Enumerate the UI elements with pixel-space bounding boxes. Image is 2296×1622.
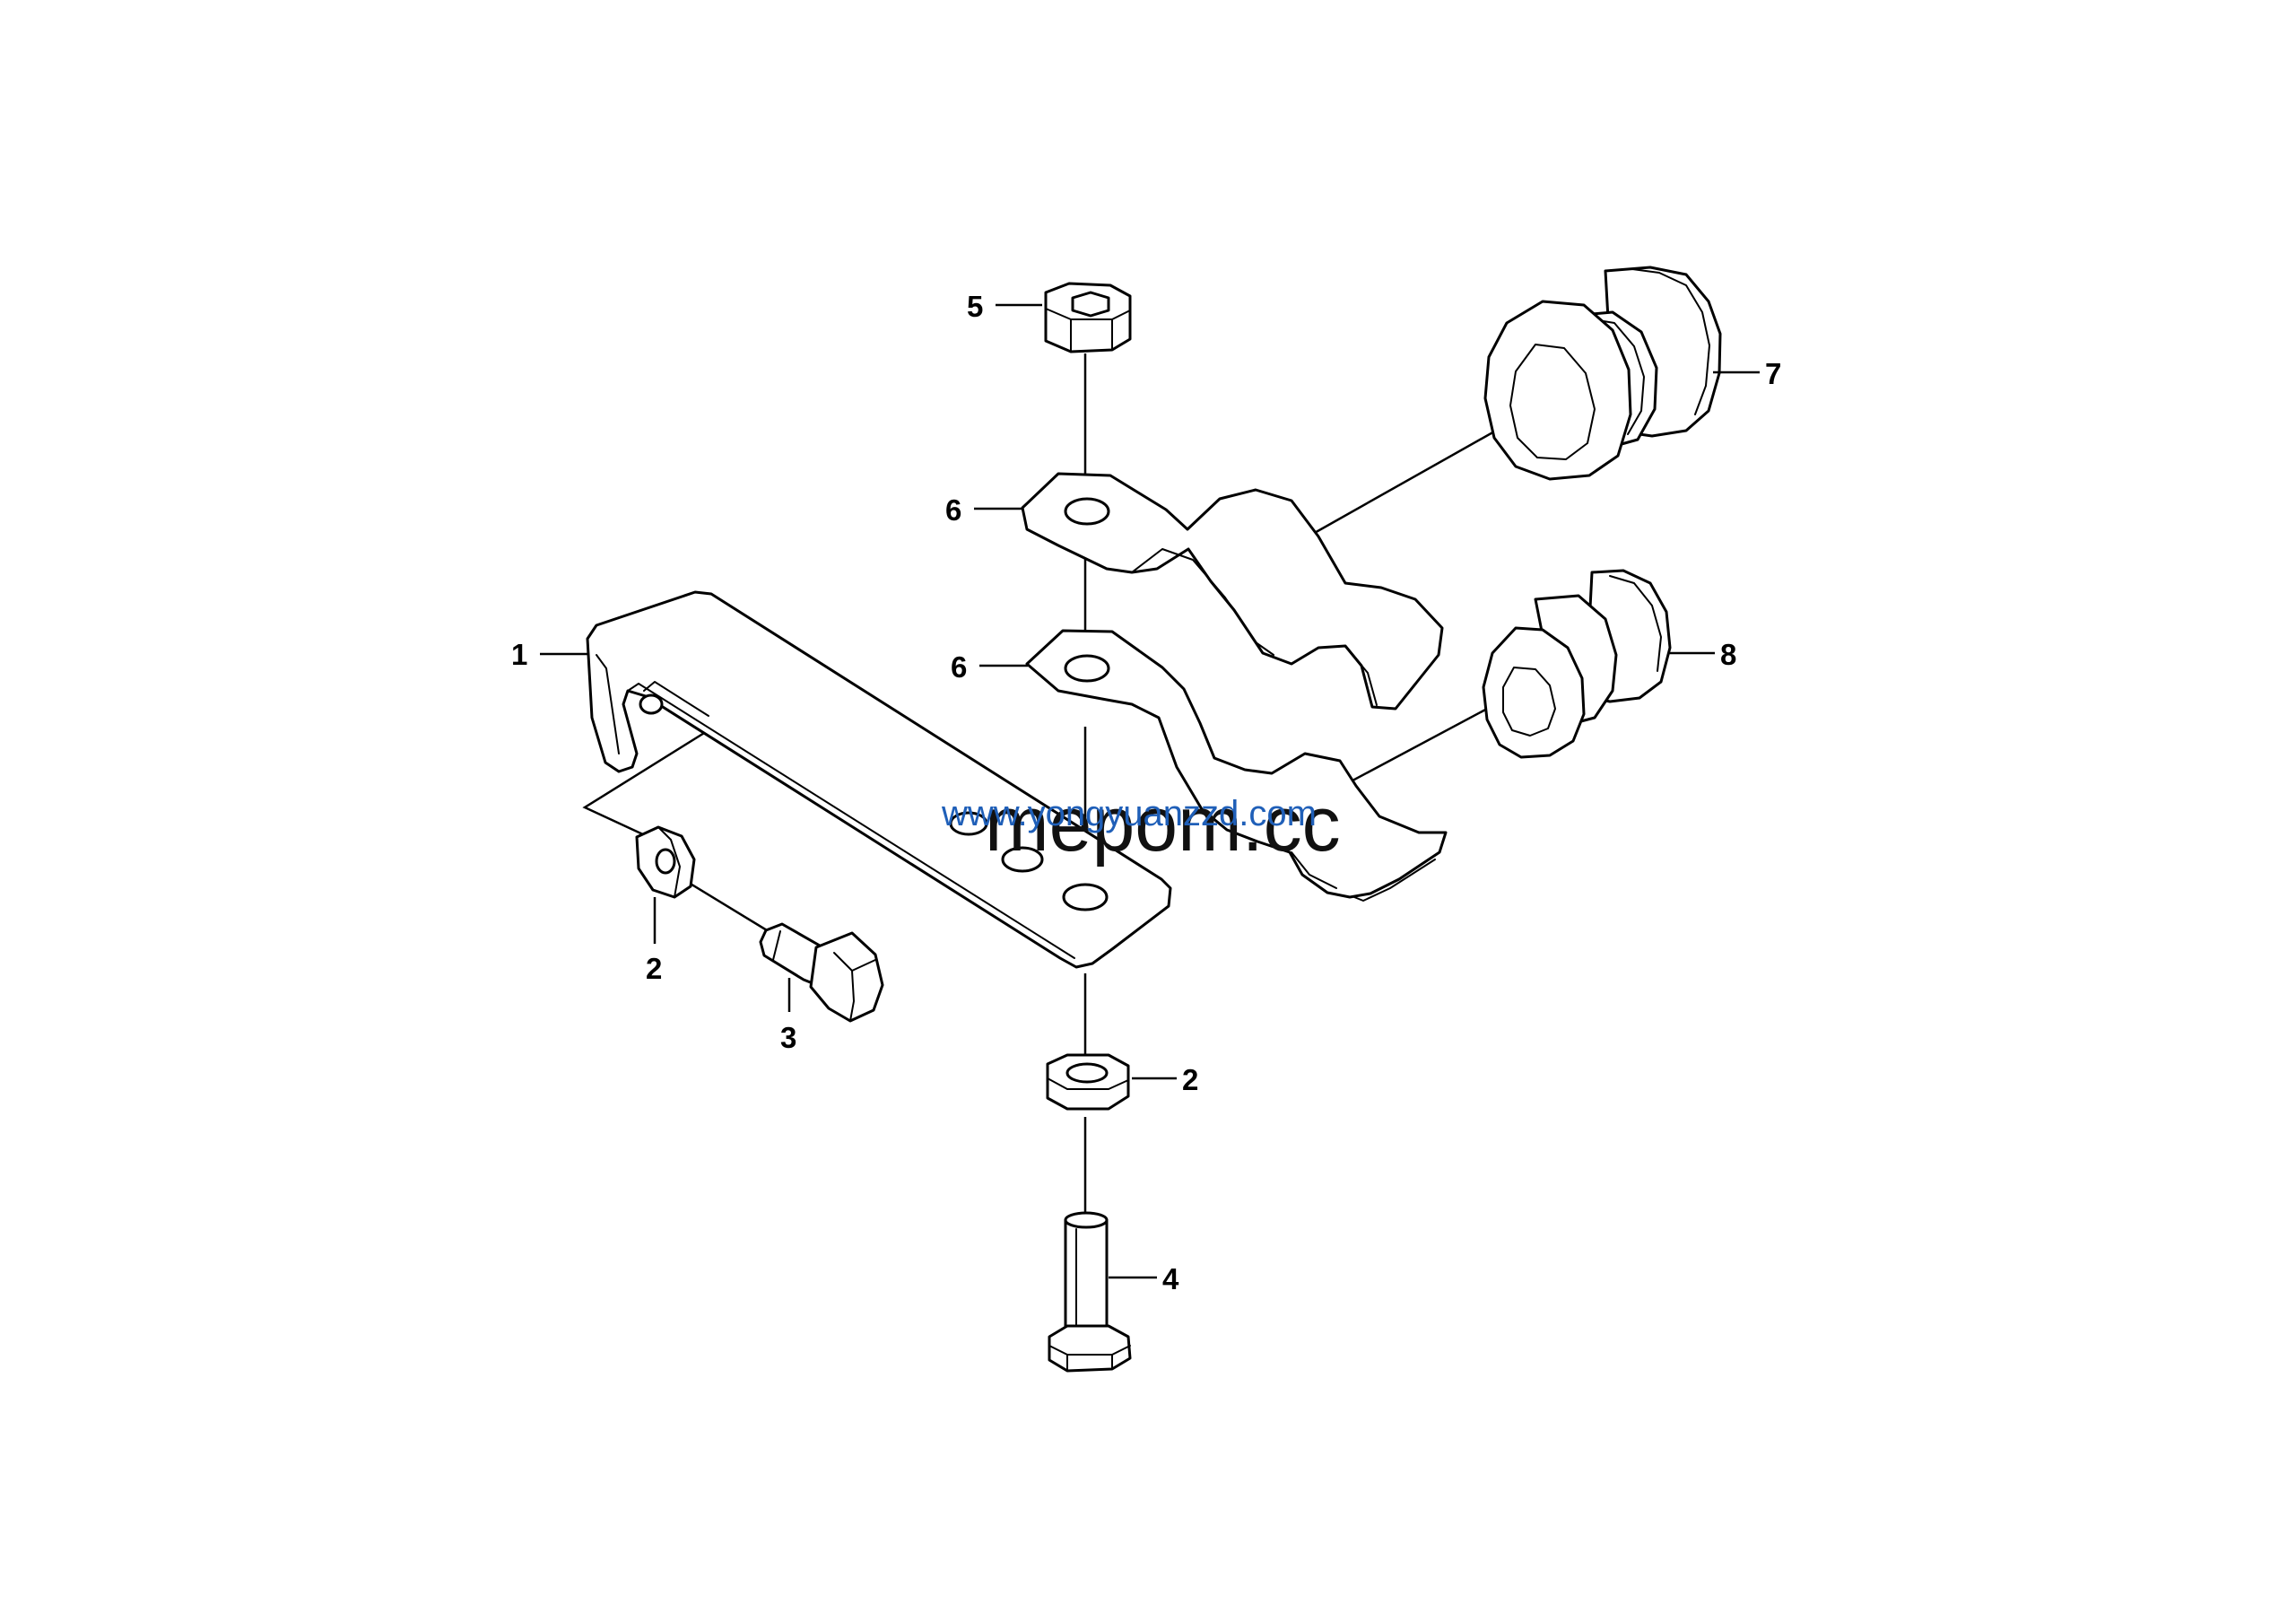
callouts: 1 5 6 6 7 8 2 3 2 4 [511,290,1781,1295]
callout-6-upper: 6 [945,493,961,527]
clamp-lower [1025,629,1448,902]
vertical-bolt [1048,1211,1132,1373]
callout-4: 4 [1162,1262,1179,1295]
callout-6-lower: 6 [951,650,967,684]
callout-3: 3 [780,1021,796,1054]
bushing-small [1482,569,1672,759]
watermark-mepom: mepom.cc [985,781,1341,868]
callout-2-left: 2 [646,952,662,985]
clamp-upper [1021,472,1444,711]
hex-nut [1044,282,1132,353]
callout-8: 8 [1720,638,1736,671]
callout-2-center: 2 [1182,1063,1198,1096]
callout-5: 5 [967,290,983,323]
watermark-url: www.yongyuanzzd.com [941,794,1317,833]
washer-left [635,825,696,899]
watermarks: mepom.cc www.yongyuanzzd.com [941,781,1341,868]
washer-center [1046,1053,1130,1111]
angled-bolt [759,922,884,1023]
callout-7: 7 [1765,357,1781,390]
callout-leaders [540,303,1760,1279]
bushing-large [1483,266,1722,481]
bracket [586,590,1172,969]
callout-1: 1 [511,638,527,671]
